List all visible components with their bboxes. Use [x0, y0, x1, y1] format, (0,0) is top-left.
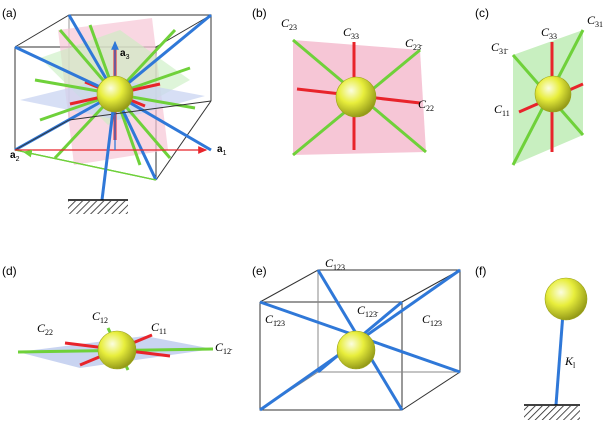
panel-c: (c) C31 C33 C31̄ C11 — [475, 6, 603, 166]
panel-d: (d) C22 C12 C11 C12̄ — [2, 264, 233, 371]
panel-d-atom — [97, 330, 137, 370]
panel-b-c33-label: C33 — [343, 25, 359, 41]
panel-e-c123bar3-label: C123̄ — [357, 303, 379, 319]
panel-e: (e) C123 C123̄ C1̄23 C12̄3 — [252, 256, 461, 412]
panel-b-atom — [335, 76, 377, 118]
panel-d-c22-label: C22 — [37, 321, 53, 337]
panel-d-c11-label: C11 — [151, 320, 167, 336]
panel-f-atom — [544, 277, 588, 321]
panel-c-c33-label: C33 — [541, 25, 557, 41]
panel-a-label: (a) — [2, 6, 17, 20]
panel-a-cube-front — [14, 100, 212, 151]
panel-e-atom — [336, 330, 376, 370]
panel-b-c22-label: C22 — [418, 97, 434, 113]
panel-c-c31-label: C31 — [587, 13, 603, 29]
panel-d-label: (d) — [2, 264, 17, 278]
panel-c-label: (c) — [475, 6, 489, 20]
panel-e-label: (e) — [252, 264, 267, 278]
panel-b-c23bar-label: C23̄ — [405, 36, 423, 52]
panel-c-atom — [534, 75, 572, 113]
panel-a-atom — [96, 75, 134, 113]
panel-a: (a) — [2, 6, 227, 214]
panel-d-c12-label: C12 — [92, 309, 108, 325]
panel-a-ground — [68, 201, 128, 214]
panel-f-label: (f) — [475, 264, 486, 278]
panel-e-c123-label: C123 — [325, 256, 345, 272]
a1-label: a1 — [217, 144, 227, 157]
a3-label: a3 — [120, 48, 130, 61]
panel-f-kl-label: Kl — [564, 354, 576, 370]
panel-f: (f) Kl — [475, 264, 588, 420]
panel-c-c11-label: C11 — [494, 102, 510, 118]
panel-b: (b) C23 C33 C23̄ C22 — [252, 6, 434, 157]
a2-vector — [22, 149, 157, 181]
panel-e-c12bar3-label: C12̄3 — [422, 312, 442, 328]
panel-b-c23-label: C23 — [281, 16, 297, 32]
panel-c-c31bar-label: C31̄ — [491, 40, 509, 56]
panel-b-label: (b) — [252, 6, 267, 20]
panel-f-ground — [524, 406, 580, 420]
panel-e-c1bar23-label: C1̄23 — [265, 312, 285, 328]
a2-label: a2 — [10, 150, 20, 163]
panel-d-c12bar-label: C12̄ — [215, 340, 233, 356]
